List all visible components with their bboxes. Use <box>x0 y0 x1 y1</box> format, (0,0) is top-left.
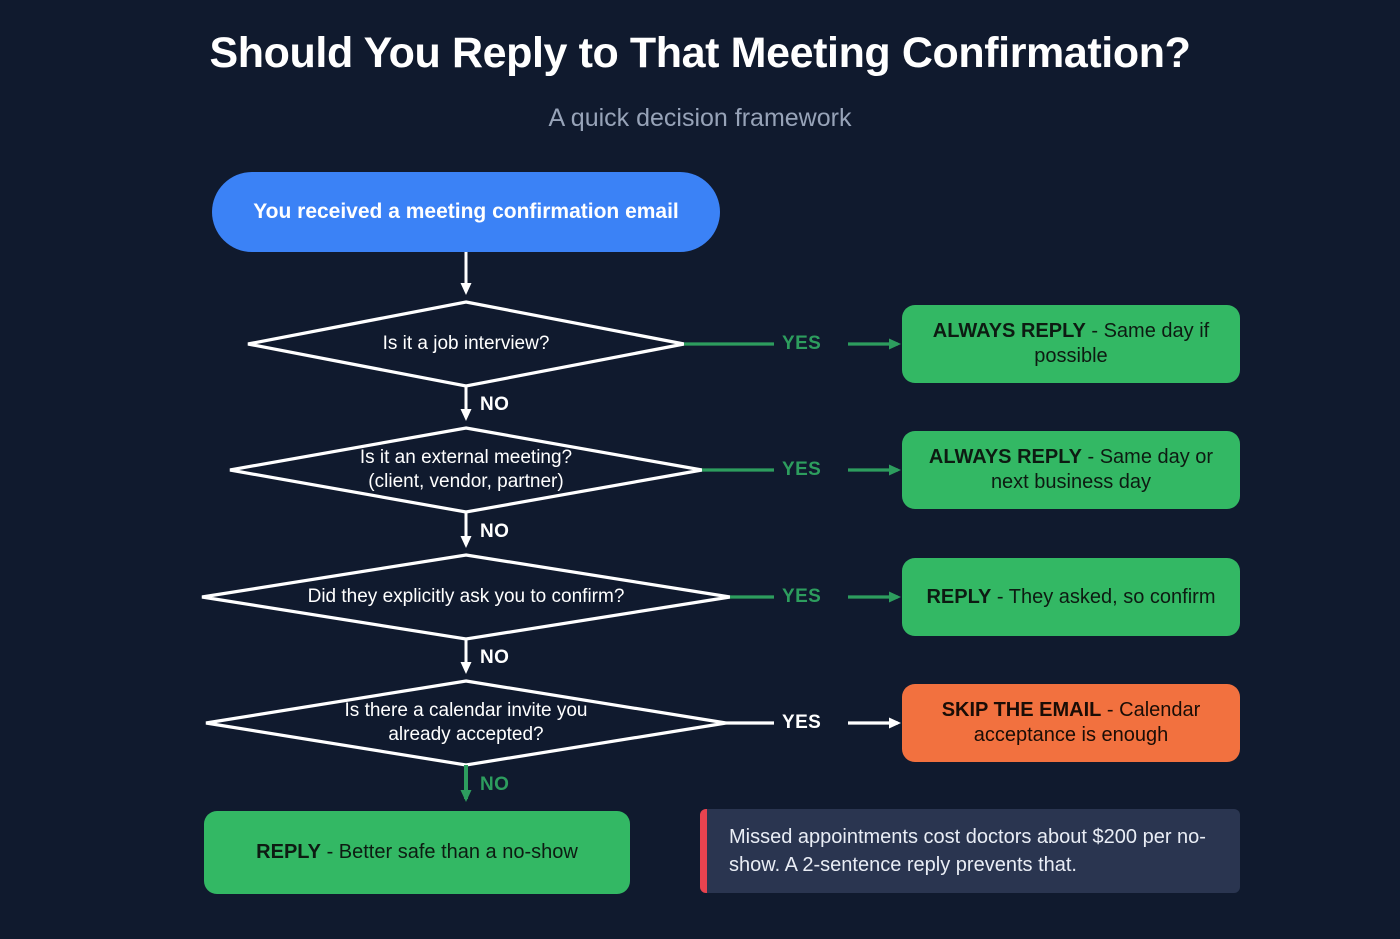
decision-label-external-meeting: Is it an external meeting? (client, vend… <box>359 446 573 492</box>
outcome-rest: - They asked, so confirm <box>991 585 1216 608</box>
edge-label-d2-no: NO <box>480 521 510 542</box>
outcome-lead: REPLY <box>926 585 992 608</box>
decision-label-calendar-invite: Is there a calendar invite you already a… <box>344 699 588 745</box>
decision-label-job-interview: Is it a job interview? <box>382 332 550 354</box>
decision-label-explicit-ask: Did they explicitly ask you to confirm? <box>307 585 625 607</box>
edge-label-d4-yes: YES <box>782 712 822 733</box>
outcome-lead: ALWAYS REPLY <box>932 320 1086 342</box>
outcome-reply-better-safe: REPLY - Better safe than a no-show <box>204 811 630 894</box>
outcome-rest: - Same day or next business day <box>990 446 1214 493</box>
edge-label-d3-no: NO <box>480 647 510 668</box>
edge-label-d3-yes: YES <box>782 586 822 607</box>
footnote-text: Missed appointments cost doctors about $… <box>729 825 1206 876</box>
outcome-lead: SKIP THE EMAIL <box>941 699 1102 721</box>
outcome-skip-the-email: SKIP THE EMAIL - Calendar acceptance is … <box>902 684 1240 762</box>
outcome-rest: - Better safe than a no-show <box>321 841 578 863</box>
outcome-rest: - Calendar acceptance is enough <box>973 699 1201 746</box>
outcome-lead: REPLY <box>256 841 322 863</box>
edge-label-d4-no: NO <box>480 774 510 795</box>
outcome-lead: ALWAYS REPLY <box>928 446 1082 468</box>
edge-label-d2-yes: YES <box>782 459 822 480</box>
footnote-callout: Missed appointments cost doctors about $… <box>700 809 1240 893</box>
start-node: You received a meeting confirmation emai… <box>212 172 720 252</box>
edge-label-d1-no: NO <box>480 394 510 415</box>
page-title: Should You Reply to That Meeting Confirm… <box>209 29 1191 77</box>
outcome-reply-they-asked: REPLY - They asked, so confirm <box>902 558 1240 636</box>
edge-label-d1-yes: YES <box>782 333 822 354</box>
outcome-always-reply-same-day: ALWAYS REPLY - Same day if possible <box>902 305 1240 383</box>
page-subtitle: A quick decision framework <box>548 104 852 132</box>
outcome-always-reply-next-business-day: ALWAYS REPLY - Same day or next business… <box>902 431 1240 509</box>
outcome-rest: - Same day if possible <box>1034 320 1210 367</box>
